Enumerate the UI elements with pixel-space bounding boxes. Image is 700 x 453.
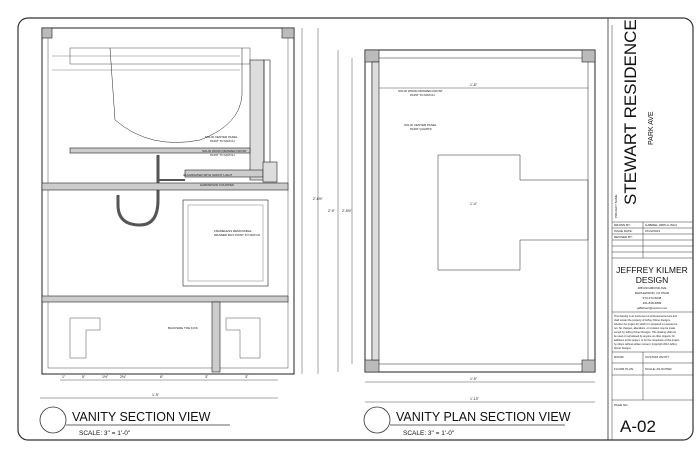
floor-plan-value: SCALE: AS NOTED xyxy=(645,367,673,371)
dim-seg: 3" xyxy=(245,375,249,379)
note-drawer-box: DRAWER BOX PAINT TO MATCH xyxy=(214,233,260,237)
firm-email: jeffkilmer@verizon.net xyxy=(636,306,667,310)
copyright-line: shall remain the property of Jeffrey Kil… xyxy=(614,319,671,322)
note-toe-kick: BACKSIDE TOE KICK xyxy=(168,326,198,330)
floor-plan-label: FLOOR PLAN: xyxy=(614,367,634,371)
plan-notes: SOLID WOOD DRAWER FRONT PAINT TO MATCH S… xyxy=(328,83,480,401)
issue-date-label: ISSUE DATE: xyxy=(614,229,633,233)
dim-height: 2'-6½" xyxy=(313,197,324,201)
dim-plan-overall: 1'-10" xyxy=(470,397,480,401)
copyright-line: This drawing is an instrument of profess… xyxy=(614,315,678,318)
firm-address-2: MAPLEWOOD, NJ 07040 xyxy=(635,291,670,295)
copyright-line: except by Jeffrey Kilmer Designs. This d… xyxy=(614,331,676,334)
note-plan-paint2: PAINT QUARTZ xyxy=(410,127,432,131)
dim-seg: 2½" xyxy=(120,375,127,379)
note-frameless: FRAMELESS REMOVABLE xyxy=(214,229,251,233)
view-bubble xyxy=(363,406,391,434)
page-no-label: PAGE NO. xyxy=(614,403,628,407)
issue-date-value: 07/22/2013 xyxy=(645,229,660,233)
note-paint: PAINT TO MATCH xyxy=(210,139,235,143)
dim-seg: 5" xyxy=(82,375,86,379)
section-notes: SOLID CENTER PANEL PAINT TO MATCH SOLID … xyxy=(62,135,324,397)
firm-name-2: DESIGN xyxy=(636,275,669,285)
plan-view-label: VANITY PLAN SECTION VIEW SCALE: 3" = 1'-… xyxy=(363,406,571,437)
title-block xyxy=(611,25,693,440)
title-block-text: STEWART RESIDENCE PARK AVE PROJECT NAME … xyxy=(614,19,688,436)
dim-plan-inner: 2'-5½" xyxy=(342,209,353,213)
note-drawer-front: SOLID WOOD DRAWER FRONT xyxy=(202,149,247,153)
view-bubble xyxy=(39,406,67,434)
dim-seg: 3" xyxy=(205,375,209,379)
project-subtitle: PARK AVE xyxy=(648,111,655,145)
revised-by-label: REVISED BY: xyxy=(614,235,633,239)
note-paint-2: PAINT TO MATCH xyxy=(210,153,235,157)
drawn-by-value: GABRIEL ORPLA-INCA xyxy=(645,223,677,227)
note-plan-center-panel: SOLID CENTER PANEL xyxy=(404,123,437,127)
drawn-by-label: DRAWN BY: xyxy=(614,223,631,227)
copyright-line: be used or reproduced by anyone on other… xyxy=(614,335,675,338)
vanity-plan-section-view xyxy=(337,49,596,403)
note-plan-paint: PAINT TO MATCH xyxy=(410,93,435,97)
copyright-line: additions to this project, or for the co… xyxy=(614,339,680,342)
note-center-panel: SOLID CENTER PANEL xyxy=(205,135,238,139)
note-illuminated: ILLUMINATED WITH SOFFIT LIGHT xyxy=(183,173,232,177)
firm-name-1: JEFFREY KILMER xyxy=(616,265,688,275)
dim-plan-width: 1'-9" xyxy=(470,377,478,381)
firm-phone-2: 201-818-3899 xyxy=(643,301,662,305)
room-label: ROOM: xyxy=(614,355,624,359)
copyright-line: not. No changes, alterations, or revisio… xyxy=(614,327,676,330)
note-plan-drawer-front: SOLID WOOD DRAWER FRONT xyxy=(398,89,443,93)
dim-seg: 1½" xyxy=(102,375,109,379)
view-title: VANITY PLAN SECTION VIEW xyxy=(396,410,571,424)
view-scale: SCALE: 3" = 1'-0" xyxy=(79,430,131,437)
sheet-border xyxy=(17,17,694,441)
section-view-label: VANITY SECTION VIEW SCALE: 3" = 1'-0" xyxy=(39,406,230,437)
room-value: CUSTOM VANITY xyxy=(645,355,669,359)
copyright-line: whether the project for which it is prep… xyxy=(614,323,678,326)
view-title: VANITY SECTION VIEW xyxy=(72,410,211,424)
copyright-line: Kilmer Designs. xyxy=(614,347,632,350)
dim-plan-height: 2'-9" xyxy=(328,209,336,213)
project-name-label: PROJECT NAME xyxy=(614,195,618,218)
copyright-line: by others without written consent. Copyr… xyxy=(614,343,678,346)
firm-address-1: 488 RICHMOND AVE xyxy=(638,286,667,290)
note-hardwood: HARDWOOD COUNTER xyxy=(200,183,235,187)
dim-seg: 6" xyxy=(160,375,164,379)
firm-phone-1: 973-373-5648 xyxy=(643,296,662,300)
project-title: STEWART RESIDENCE xyxy=(621,19,640,205)
dim-seg: 1" xyxy=(62,375,66,379)
view-scale: SCALE: 3" = 1'-0" xyxy=(403,430,455,437)
copyright-notice: This drawing is an instrument of profess… xyxy=(614,315,680,350)
vanity-section-view xyxy=(40,27,319,399)
dim-plan-interior: 1'-8" xyxy=(470,83,478,87)
dim-total-width: 1'-9" xyxy=(152,393,160,397)
page-number: A-02 xyxy=(620,417,656,436)
dim-plan-depth: 1'-4" xyxy=(470,202,478,206)
